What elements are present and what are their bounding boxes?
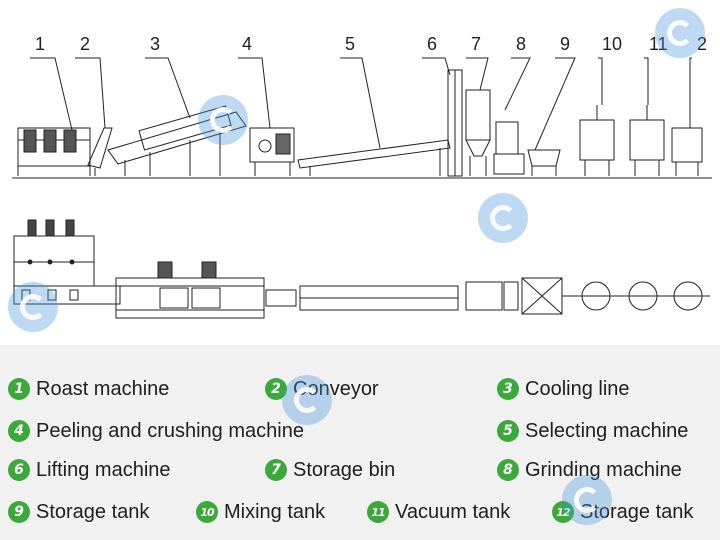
legend-item: 7 Storage bin [265,456,395,484]
storage-tank-12-elevation [671,127,703,176]
storage-tank-9-elevation [527,149,561,176]
peeling-machine-plan [265,289,297,307]
layout-drawing: 1 2 3 4 5 6 7 8 9 10 11 2 [12,34,712,319]
callout-7: 7 [471,34,481,54]
legend-badge: 2 [265,378,287,400]
legend-badge: 7 [265,459,287,481]
legend: 1 Roast machine 2 Conveyor 3 Cooling lin… [0,345,720,540]
legend-badge: 10 [196,501,218,523]
callout-12: 2 [697,34,707,54]
vacuum-tank-plan [628,281,658,311]
callout-8: 8 [516,34,526,54]
legend-label: Storage tank [36,500,150,523]
legend-item: 9 Storage tank [8,498,149,526]
cooling-line-plan [115,277,265,319]
legend-item: 4 Peeling and crushing machine [8,417,304,445]
legend-label: Grinding machine [525,458,682,481]
legend-item: 12 Storage tank [552,498,693,526]
legend-label: Roast machine [36,377,170,400]
legend-badge: 4 [8,420,30,442]
callout-2: 2 [80,34,90,54]
legend-label: Conveyor [293,377,379,400]
legend-item: 5 Selecting machine [497,417,688,445]
callout-3: 3 [150,34,160,54]
legend-item: 3 Cooling line [497,375,630,403]
legend-label: Selecting machine [525,419,689,442]
legend-label: Storage tank [580,500,694,523]
callout-9: 9 [560,34,570,54]
legend-item: 8 Grinding machine [497,456,682,484]
callout-1: 1 [35,34,45,54]
mixing-tank-plan [581,281,611,311]
lifting-bin-plan [465,281,503,311]
legend-label: Storage bin [293,458,396,481]
callout-numbers: 1 2 3 4 5 6 7 8 9 10 11 2 [35,34,707,54]
legend-badge: 12 [552,501,574,523]
selecting-machine-elevation [297,139,451,176]
legend-label: Lifting machine [36,458,171,481]
legend-badge: 9 [8,501,30,523]
leader-lines [30,57,692,151]
legend-item: 10 Mixing tank [196,498,325,526]
legend-label: Vacuum tank [395,500,511,523]
legend-item: 1 Roast machine [8,375,169,403]
callout-11: 11 [649,34,668,54]
grinding-machine-elevation [493,121,525,175]
legend-item: 6 Lifting machine [8,456,171,484]
legend-badge: 6 [8,459,30,481]
legend-label: Peeling and crushing machine [36,419,304,442]
roast-machine-plan [13,235,95,287]
plan-view [13,219,710,319]
callout-5: 5 [345,34,355,54]
peeling-machine-elevation [249,127,295,176]
lifting-machine-elevation [447,69,463,177]
legend-badge: 5 [497,420,519,442]
legend-item: 2 Conveyor [265,375,379,403]
legend-label: Mixing tank [224,500,326,523]
storage-tank-plan [673,281,703,311]
legend-item: 11 Vacuum tank [367,498,510,526]
conveyor-elevation [87,127,113,176]
legend-badge: 1 [8,378,30,400]
process-diagram: 1 2 3 4 5 6 7 8 9 10 11 2 [8,8,712,332]
callout-4: 4 [242,34,252,54]
callout-10: 10 [602,34,622,54]
legend-badge: 11 [367,501,389,523]
vacuum-tank-elevation [629,105,665,176]
legend-badge: 8 [497,459,519,481]
legend-label: Cooling line [525,377,630,400]
mixing-tank-elevation [579,105,615,176]
legend-badge: 3 [497,378,519,400]
roast-machine-elevation [17,127,91,176]
callout-6: 6 [427,34,437,54]
storage-bin-elevation [465,89,491,176]
cooling-line-elevation [107,105,247,176]
